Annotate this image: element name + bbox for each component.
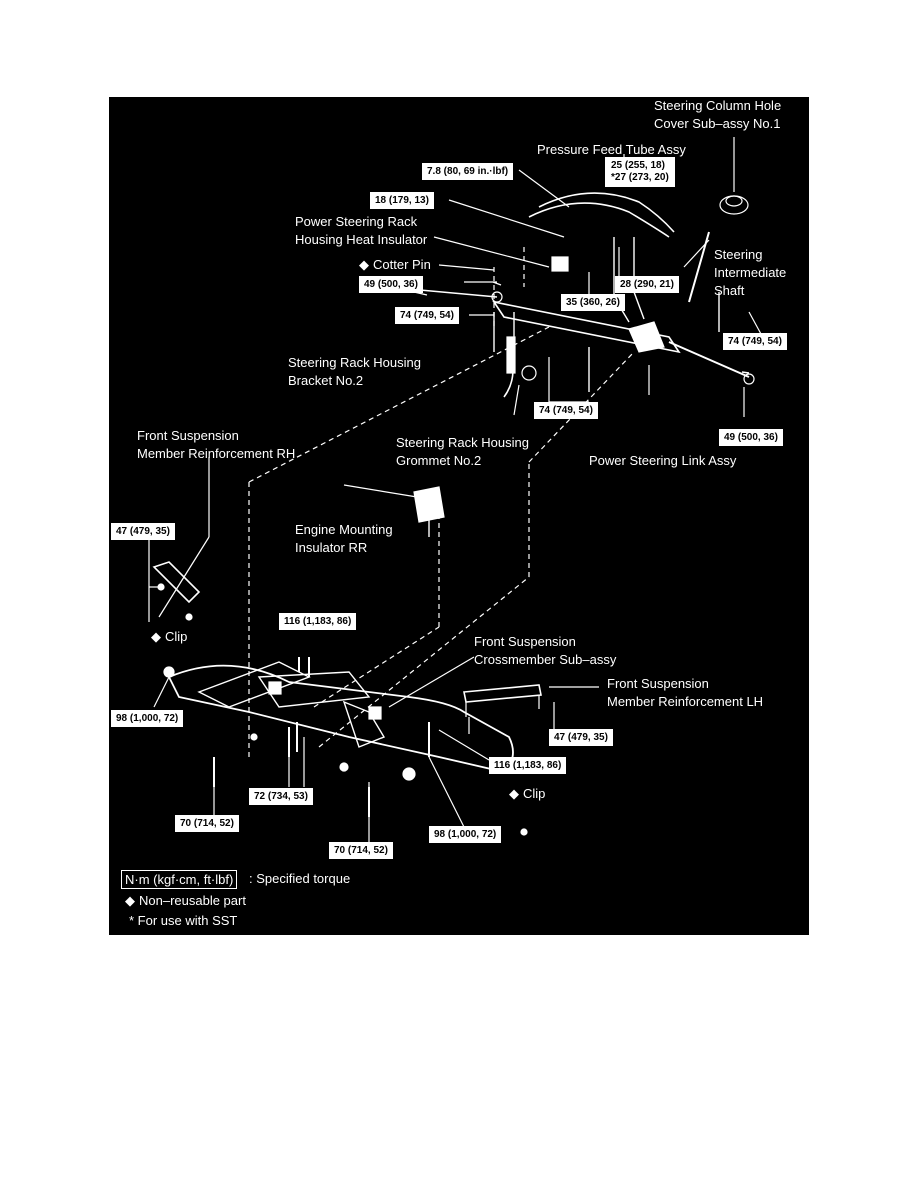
label-intermediate-shaft-2: Intermediate xyxy=(714,265,787,280)
label-rack-bracket-1: Steering Rack Housing xyxy=(288,355,421,370)
label-engine-mount-2: Insulator RR xyxy=(295,540,368,555)
legend-unit-box: N·m (kgf·cm, ft·lbf) xyxy=(121,870,238,889)
torque-74-upper: 74 (749, 54) xyxy=(395,307,459,324)
diamond-icon: ◆ xyxy=(151,629,161,644)
label-intermediate-shaft-3: Shaft xyxy=(714,283,745,298)
torque-35: 35 (360, 26) xyxy=(561,294,625,311)
label-heat-insulator-1: Power Steering Rack xyxy=(295,214,418,229)
label-reinforcement-lh-2: Member Reinforcement LH xyxy=(607,694,764,709)
label-clip-left: ◆ Clip xyxy=(151,628,187,645)
torque-70-left: 70 (714, 52) xyxy=(175,815,239,832)
label-reinforcement-rh-2: Member Reinforcement RH xyxy=(137,446,296,461)
legend-non-reusable-text: Non–reusable part xyxy=(139,893,246,908)
torque-98-lower: 98 (1,000, 72) xyxy=(429,826,502,843)
label-cotter-pin: ◆ Cotter Pin xyxy=(359,256,431,273)
torque-74-right: 74 (749, 54) xyxy=(723,333,787,350)
torque-47-lh: 47 (479, 35) xyxy=(549,729,613,746)
label-crossmember-1: Front Suspension xyxy=(474,634,576,649)
label-clip-left-text: Clip xyxy=(165,629,188,644)
exploded-parts-diagram: Steering Column Hole Cover Sub–assy No.1… xyxy=(109,97,809,935)
label-cotter-pin-text: Cotter Pin xyxy=(373,257,431,272)
label-column-hole-cover-2: Cover Sub–assy No.1 xyxy=(654,116,781,131)
diamond-icon: ◆ xyxy=(125,893,135,908)
diamond-icon: ◆ xyxy=(359,257,369,272)
torque-72: 72 (734, 53) xyxy=(249,788,313,805)
torque-98-left: 98 (1,000, 72) xyxy=(111,710,184,727)
torque-25: 25 (255, 18) xyxy=(611,160,665,171)
label-rack-grommet-2: Grommet No.2 xyxy=(396,453,482,468)
torque-27-sst: *27 (273, 20) xyxy=(611,172,669,183)
label-intermediate-shaft-1: Steering xyxy=(714,247,763,262)
label-pressure-feed-tube: Pressure Feed Tube Assy xyxy=(537,142,686,157)
label-crossmember-2: Crossmember Sub–assy xyxy=(474,652,617,667)
torque-7-8: 7.8 (80, 69 in.·lbf) xyxy=(422,163,514,180)
legend-non-reusable: ◆ Non–reusable part xyxy=(125,892,246,909)
torque-28: 28 (290, 21) xyxy=(615,276,679,293)
label-clip-right-text: Clip xyxy=(523,786,546,801)
label-reinforcement-rh-1: Front Suspension xyxy=(137,428,239,443)
torque-116-upper: 116 (1,183, 86) xyxy=(279,613,357,630)
label-engine-mount-1: Engine Mounting xyxy=(295,522,393,537)
label-column-hole-cover-1: Steering Column Hole xyxy=(654,98,782,113)
torque-18: 18 (179, 13) xyxy=(370,192,434,209)
torque-49-upper: 49 (500, 36) xyxy=(359,276,423,293)
legend-sst: * For use with SST xyxy=(129,913,238,928)
torque-47-rh: 47 (479, 35) xyxy=(111,523,175,540)
torque-116-lower: 116 (1,183, 86) xyxy=(489,757,567,774)
label-rack-grommet-1: Steering Rack Housing xyxy=(396,435,529,450)
label-link-assy: Power Steering Link Assy xyxy=(589,453,737,468)
label-rack-bracket-2: Bracket No.2 xyxy=(288,373,364,388)
label-reinforcement-lh-1: Front Suspension xyxy=(607,676,709,691)
label-clip-right: ◆ Clip xyxy=(509,785,545,802)
torque-49-right: 49 (500, 36) xyxy=(719,429,783,446)
torque-25-box: 25 (255, 18)*27 (273, 20) xyxy=(605,157,675,187)
legend-unit-desc: : Specified torque xyxy=(249,871,351,886)
label-heat-insulator-2: Housing Heat Insulator xyxy=(295,232,428,247)
diagram-artwork xyxy=(148,137,762,842)
torque-74-center: 74 (749, 54) xyxy=(534,402,598,419)
torque-70-lower: 70 (714, 52) xyxy=(329,842,393,859)
diamond-icon: ◆ xyxy=(509,786,519,801)
